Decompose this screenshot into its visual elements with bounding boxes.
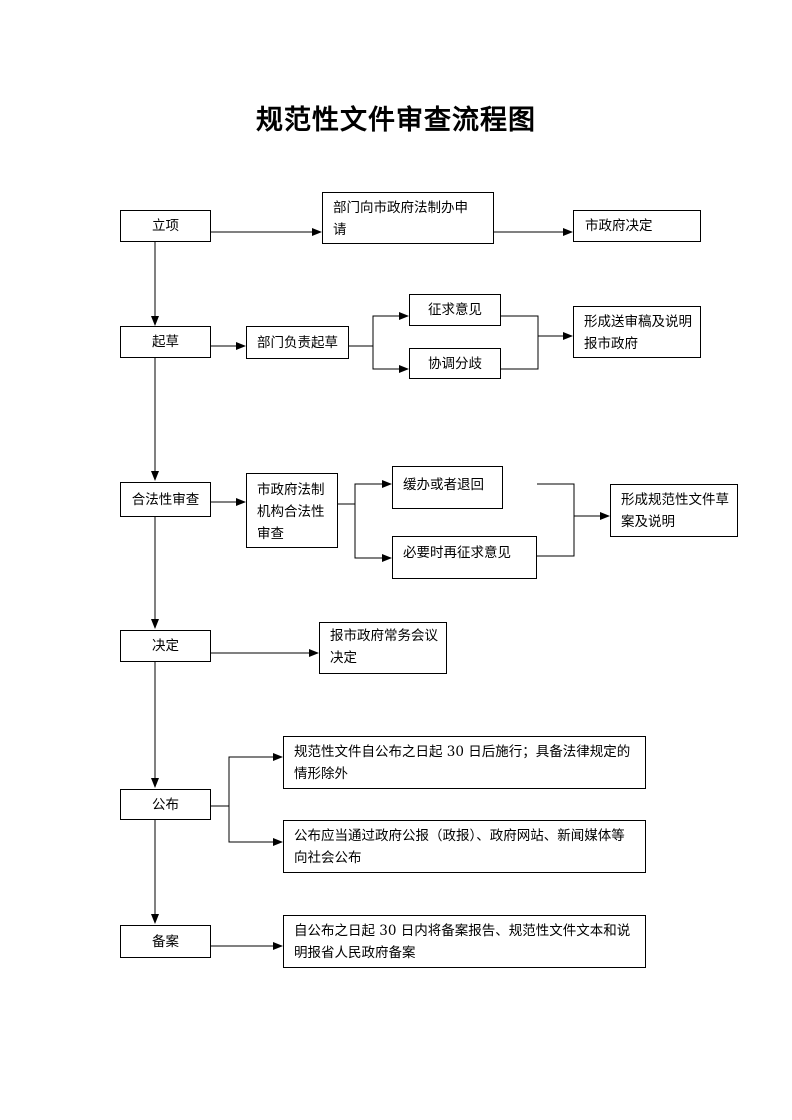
- branch-review: [338, 483, 391, 559]
- node-city-decide: 市政府决定: [573, 210, 701, 242]
- node-legal-review: 市政府法制机构合法性审查: [246, 473, 338, 548]
- branch-publish: [211, 756, 282, 843]
- node-form-doc: 形成规范性文件草案及说明: [610, 484, 738, 537]
- node-resolicit: 必要时再征求意见: [392, 536, 537, 579]
- node-effective: 规范性文件自公布之日起 30 日后施行；具备法律规定的情形除外: [283, 736, 646, 789]
- node-apply: 部门向市政府法制办申请: [322, 192, 494, 244]
- node-filing: 自公布之日起 30 日内将备案报告、规范性文件文本和说明报省人民政府备案: [283, 915, 646, 968]
- node-form-draft: 形成送审稿及说明报市政府: [573, 306, 701, 358]
- node-dept-draft: 部门负责起草: [246, 326, 349, 359]
- stage-jueding: 决定: [120, 630, 211, 662]
- node-solicit: 征求意见: [409, 294, 501, 326]
- stage-hefaxing: 合法性审查: [120, 482, 211, 517]
- stage-lixiang: 立项: [120, 210, 211, 242]
- branch-draft: [349, 315, 408, 370]
- node-coordinate: 协调分歧: [409, 348, 501, 379]
- merge-review: [537, 483, 609, 557]
- stage-gongbu: 公布: [120, 789, 211, 820]
- stage-qicao: 起草: [120, 326, 211, 358]
- stage-beian: 备案: [120, 925, 211, 958]
- merge-draft: [501, 315, 572, 370]
- node-publish-channels: 公布应当通过政府公报（政报）、政府网站、新闻媒体等向社会公布: [283, 820, 646, 873]
- node-report-meeting: 报市政府常务会议决定: [319, 622, 447, 674]
- node-suspend: 缓办或者退回: [392, 466, 503, 509]
- page-title: 规范性文件审查流程图: [256, 105, 536, 136]
